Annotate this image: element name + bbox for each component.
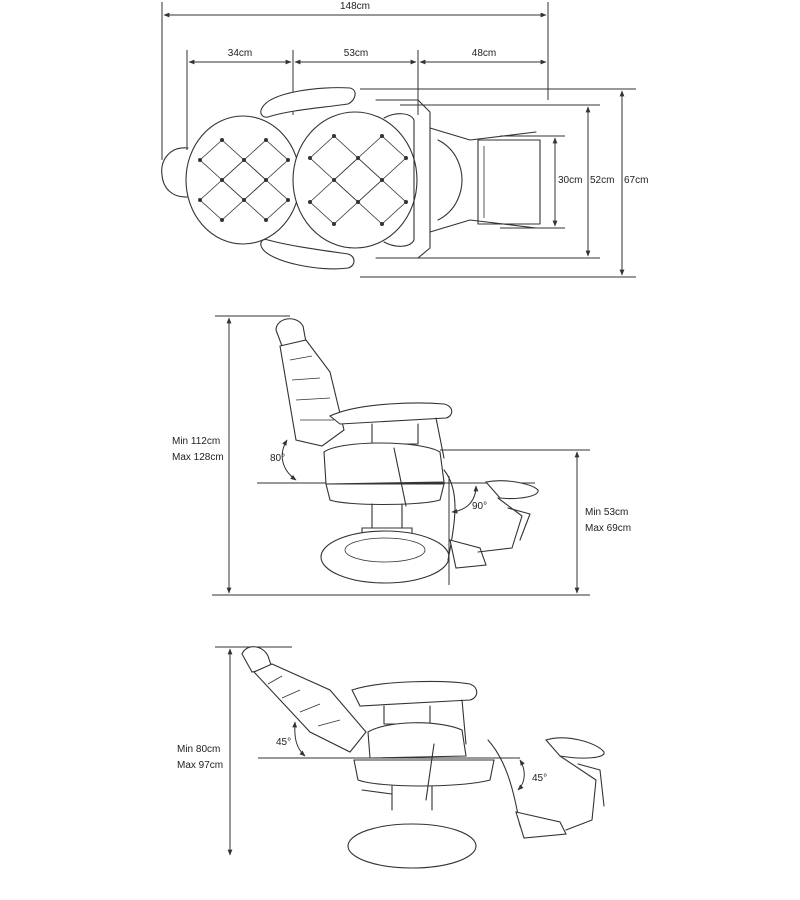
overall-width-label: 67cm — [624, 175, 648, 186]
reclined-height-min-label: Min 80cm — [177, 744, 220, 755]
reclined-foot-angle-label: 45° — [532, 773, 547, 784]
side-view-upright: Min 112cm Max 128cm Min 53cm Max 69cm 80… — [172, 315, 631, 596]
seat-height-min-label: Min 53cm — [585, 507, 628, 518]
side-view-reclined: Min 80cm Max 97cm 45° 45° — [177, 646, 605, 869]
seat-width-label: 52cm — [590, 175, 614, 186]
chair-reclined-drawing — [241, 646, 605, 869]
seat-section-label: 53cm — [344, 48, 368, 59]
seat-height-max-label: Max 69cm — [585, 523, 631, 534]
foot-section-label: 48cm — [472, 48, 496, 59]
overall-length-label: 148cm — [340, 1, 370, 12]
head-section-label: 34cm — [228, 48, 252, 59]
reclined-height-max-label: Max 97cm — [177, 760, 223, 771]
upright-back-angle-label: 80° — [270, 453, 285, 464]
upright-height-max-label: Max 128cm — [172, 452, 224, 463]
chair-top-view-drawing — [161, 87, 541, 270]
upright-foot-angle-label: 90° — [472, 501, 487, 512]
reclined-back-angle-label: 45° — [276, 737, 291, 748]
chair-upright-drawing — [275, 318, 539, 584]
upright-height-min-label: Min 112cm — [172, 436, 220, 447]
top-view: 148cm 34cm 53cm 48cm 30cm 52cm 67cm — [161, 1, 648, 278]
footrest-width-label: 30cm — [558, 175, 582, 186]
